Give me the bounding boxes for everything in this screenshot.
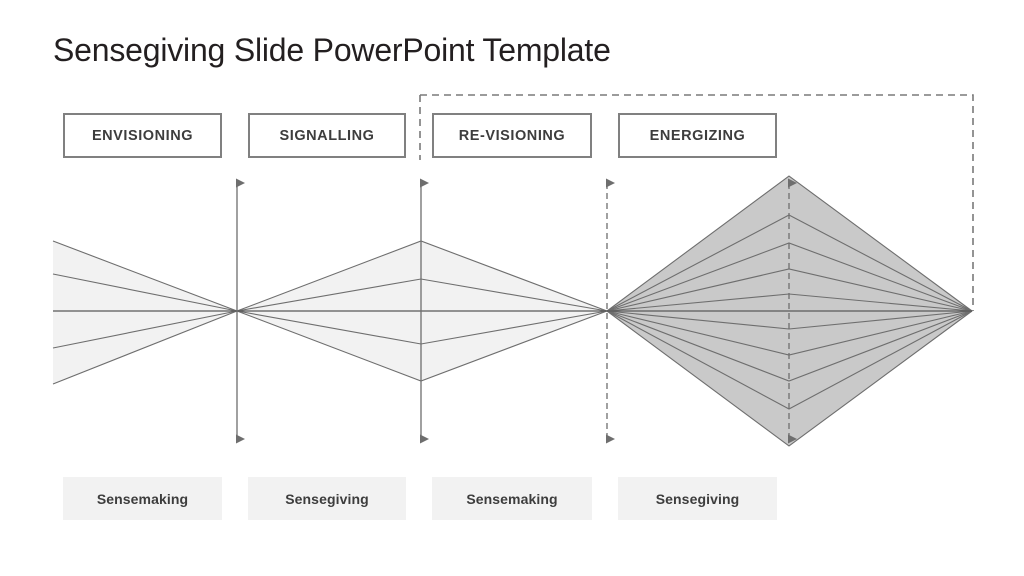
funnel-segment-3 bbox=[606, 175, 973, 447]
stage-label: Sensemaking bbox=[96, 490, 189, 507]
phase-label: ENERGIZING bbox=[649, 127, 746, 144]
stage-box-sensemaking-2[interactable]: Sensemaking bbox=[432, 477, 592, 520]
page-title: Sensegiving Slide PowerPoint Template bbox=[53, 32, 611, 68]
stage-box-sensegiving-1[interactable]: Sensegiving bbox=[248, 477, 406, 520]
stage-label: Sensemaking bbox=[466, 490, 558, 507]
stage-box-sensegiving-2[interactable]: Sensegiving bbox=[618, 477, 777, 520]
stage-box-sensemaking-1[interactable]: Sensemaking bbox=[63, 477, 222, 520]
phase-label: ENVISIONING bbox=[91, 127, 194, 144]
phase-label: SIGNALLING bbox=[279, 127, 375, 144]
phase-box-energizing[interactable]: ENERGIZING bbox=[618, 113, 777, 158]
funnel-segment-2 bbox=[236, 240, 608, 382]
phase-box-envisioning[interactable]: ENVISIONING bbox=[63, 113, 222, 158]
phase-label: RE-VISIONING bbox=[458, 127, 566, 144]
stage-label: Sensegiving bbox=[285, 490, 369, 507]
phase-box-signalling[interactable]: SIGNALLING bbox=[248, 113, 406, 158]
stage-label: Sensegiving bbox=[655, 490, 740, 507]
funnel-segment-1 bbox=[52, 240, 238, 385]
phase-box-re-visioning[interactable]: RE-VISIONING bbox=[432, 113, 592, 158]
